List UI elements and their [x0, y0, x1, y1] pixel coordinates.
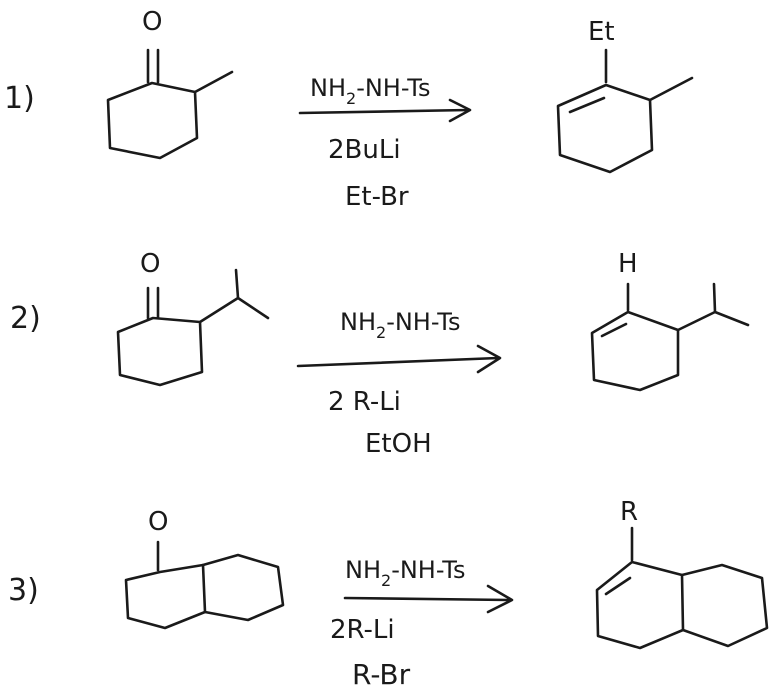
isopropyl-substituent: [198, 268, 270, 324]
reagent-line-1: NH2-NH-Ts: [310, 74, 431, 108]
reagent-line-2: 2 R-Li: [328, 387, 401, 417]
carbonyl-double-bond: [146, 286, 160, 320]
reaction-arrow: [296, 344, 502, 374]
reagent-line-3: R-Br: [352, 658, 411, 691]
product-2-structure: H: [590, 249, 750, 392]
reactant-2-structure: O: [116, 249, 270, 387]
reagent-line-1: NH2-NH-Ts: [340, 308, 461, 342]
methyl-substituent: [648, 76, 694, 102]
reagent-line-3: EtOH: [365, 429, 432, 459]
ring-double-bond: [568, 96, 606, 114]
carbonyl-oxygen-label: O: [140, 249, 160, 279]
reaction-number: 3): [8, 573, 39, 608]
right-ring: [201, 553, 285, 622]
ring-double-bond: [600, 322, 628, 338]
product-1-structure: Et: [556, 17, 694, 174]
carbonyl-double-bond: [146, 48, 160, 84]
cyclohexane-ring: [116, 316, 204, 387]
reagent-line-3: Et-Br: [345, 182, 409, 212]
reactant-1-structure: O: [106, 7, 234, 160]
left-ring: [595, 560, 685, 650]
reaction-number: 1): [4, 81, 35, 116]
reagent-line-1: NH2-NH-Ts: [345, 556, 466, 590]
ring-double-bond: [604, 576, 632, 596]
product-substituent-label: Et: [588, 17, 615, 47]
right-ring: [680, 563, 769, 648]
reaction-arrow: [343, 584, 514, 614]
cyclohexene-ring: [590, 310, 680, 392]
reactant-3-structure: O: [124, 507, 285, 630]
reaction-arrow: [298, 98, 472, 123]
reaction-3: 3) O NH2-NH-Ts 2R-Li R-Br R: [8, 497, 769, 691]
isopropyl-substituent: [676, 282, 750, 332]
cyclohexane-ring: [106, 81, 199, 160]
product-substituent-label: H: [618, 249, 638, 279]
reaction-number: 2): [10, 301, 41, 336]
reagent-line-2: 2BuLi: [328, 135, 401, 165]
methyl-substituent: [193, 70, 234, 94]
carbonyl-oxygen-label: O: [148, 507, 168, 537]
left-ring: [124, 563, 207, 630]
carbonyl-oxygen-label: O: [142, 7, 162, 37]
reaction-2: 2) O NH2-NH-Ts 2 R-Li EtOH H: [10, 249, 750, 459]
product-3-structure: R: [595, 497, 769, 650]
reagent-line-2: 2R-Li: [330, 615, 395, 645]
reaction-1: 1) O NH2-NH-Ts 2BuLi Et-Br Et: [4, 7, 694, 212]
product-substituent-label: R: [620, 497, 638, 527]
